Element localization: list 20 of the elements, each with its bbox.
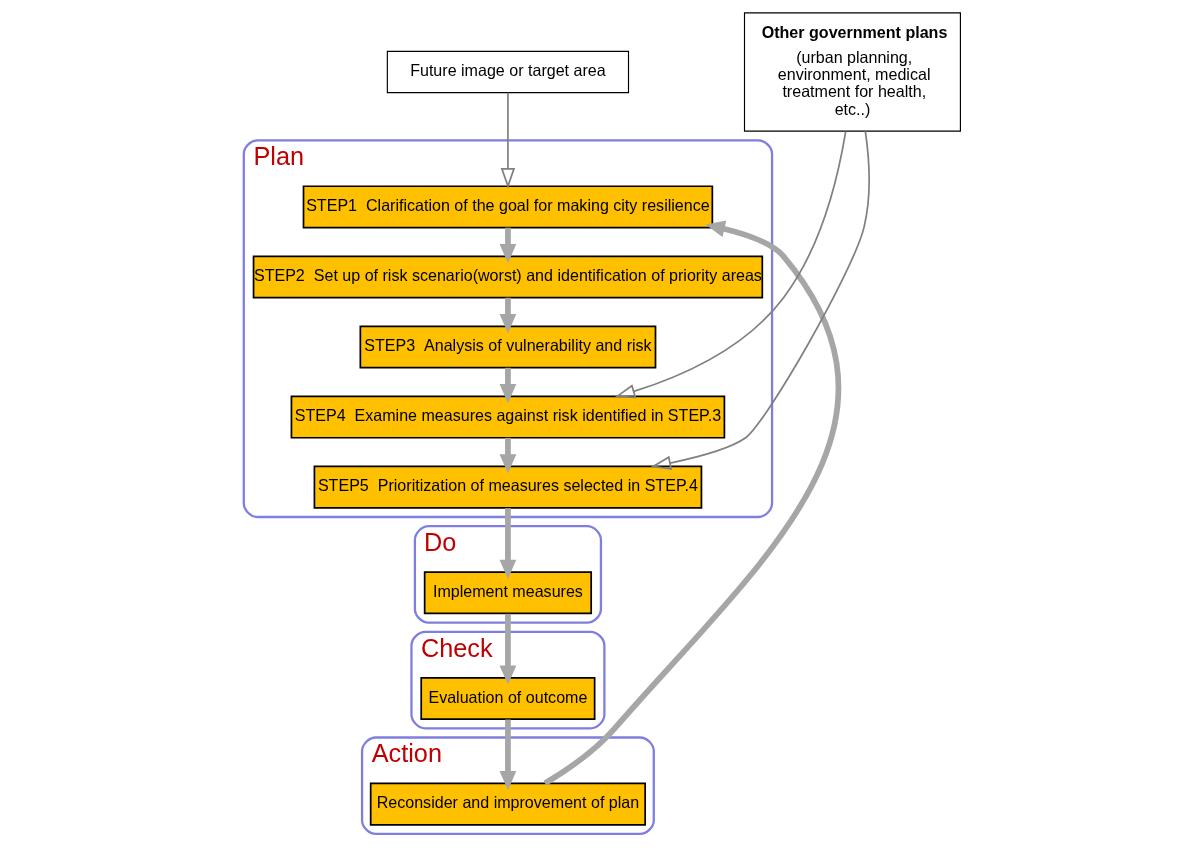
- node-box: STEP4 Examine measures against risk identified in STEP.3: [290, 395, 726, 439]
- arrow: [499, 437, 517, 474]
- arrow: [499, 367, 517, 404]
- arrow: [499, 297, 517, 334]
- arrow: [499, 613, 517, 685]
- node-box: Reconsider and improvement of plan: [369, 782, 646, 826]
- arrow: [499, 719, 517, 791]
- node-box: STEP3 Analysis of vulnerability and risk: [359, 325, 657, 369]
- node-box: STEP1 Clarification of the goal for making city resilience: [302, 185, 714, 229]
- arrow: [500, 91, 516, 189]
- node-box: Evaluation of outcome: [420, 676, 596, 720]
- arrow: [499, 508, 517, 579]
- node-box: Future image or target area: [386, 50, 630, 94]
- node-box: STEP5 Prioritization of measures selected in STEP.4: [313, 465, 703, 509]
- node-box: Other government plans (urban planning, environment, medical treatment for health, etc..): [743, 12, 961, 132]
- arrow: [650, 130, 870, 471]
- arrow: [543, 220, 841, 786]
- arrow: [499, 227, 517, 264]
- node-box: Implement measures: [423, 571, 593, 615]
- arrow: [614, 130, 847, 399]
